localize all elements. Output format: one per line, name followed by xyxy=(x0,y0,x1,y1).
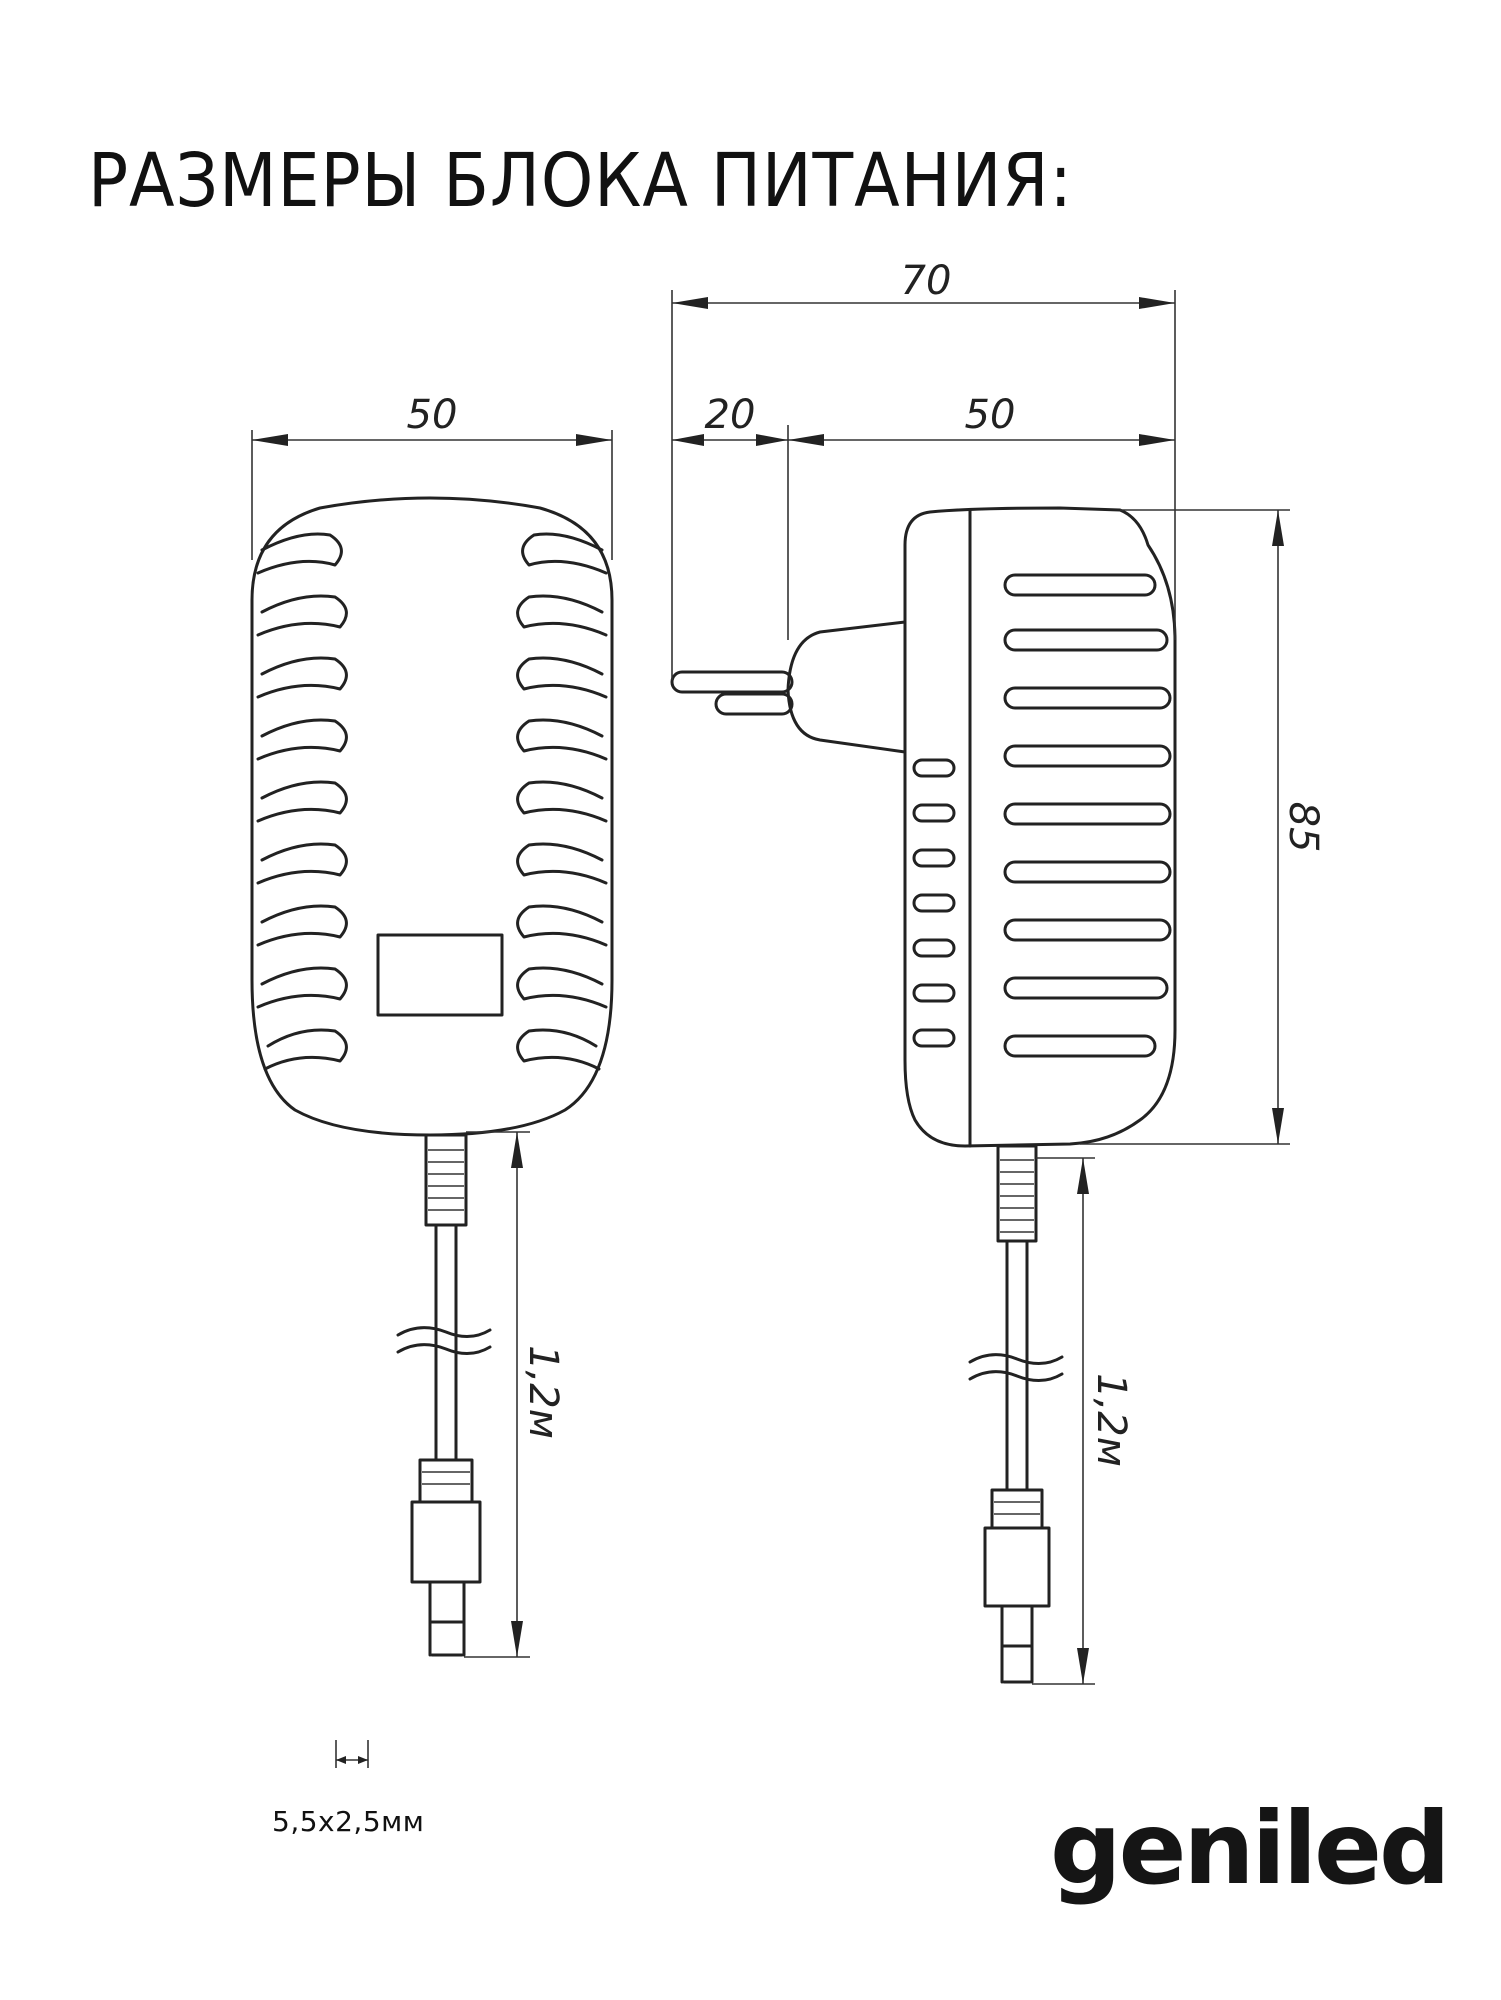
side-depth-dimension xyxy=(788,434,1175,446)
side-view: 70 20 50 85 xyxy=(670,258,1326,1685)
plug-length-label: 20 xyxy=(705,392,756,438)
height-label: 85 xyxy=(1280,802,1326,853)
connector-size-label: 5,5x2,5мм xyxy=(272,1805,425,1838)
brand-logo: geniled xyxy=(1050,1790,1451,1907)
front-cable-dimension xyxy=(464,1131,530,1658)
side-cable-length-label: 1,2м xyxy=(1088,1373,1134,1467)
front-label-plate xyxy=(376,933,504,1017)
front-view: 50 1,2м xyxy=(250,392,614,1658)
front-strain-relief xyxy=(424,1133,468,1227)
page-title: РАЗМЕРЫ БЛОКА ПИТАНИЯ: xyxy=(88,138,1073,224)
front-cable-length-label: 1,2м xyxy=(520,1345,566,1439)
side-total-length-label: 70 xyxy=(901,258,952,304)
front-dc-plug xyxy=(410,1458,482,1657)
side-depth-label: 50 xyxy=(965,392,1016,438)
side-ac-plug xyxy=(670,620,907,754)
plug-length-dimension xyxy=(672,425,789,640)
connector-size-marker xyxy=(335,1740,369,1768)
front-left-vents xyxy=(256,532,348,1071)
height-dimension xyxy=(1080,509,1290,1145)
side-short-vents xyxy=(912,758,956,1048)
front-width-dimension xyxy=(251,430,613,560)
front-body-outline xyxy=(250,496,614,1137)
side-total-length-dimension xyxy=(671,290,1176,680)
front-right-vents xyxy=(516,532,608,1071)
side-strain-relief xyxy=(996,1144,1038,1243)
side-long-vents xyxy=(1003,573,1172,1058)
front-width-label: 50 xyxy=(407,392,458,438)
side-body-outline xyxy=(903,506,1177,1148)
side-dc-plug xyxy=(983,1488,1051,1684)
side-cable-dimension xyxy=(1032,1157,1095,1685)
